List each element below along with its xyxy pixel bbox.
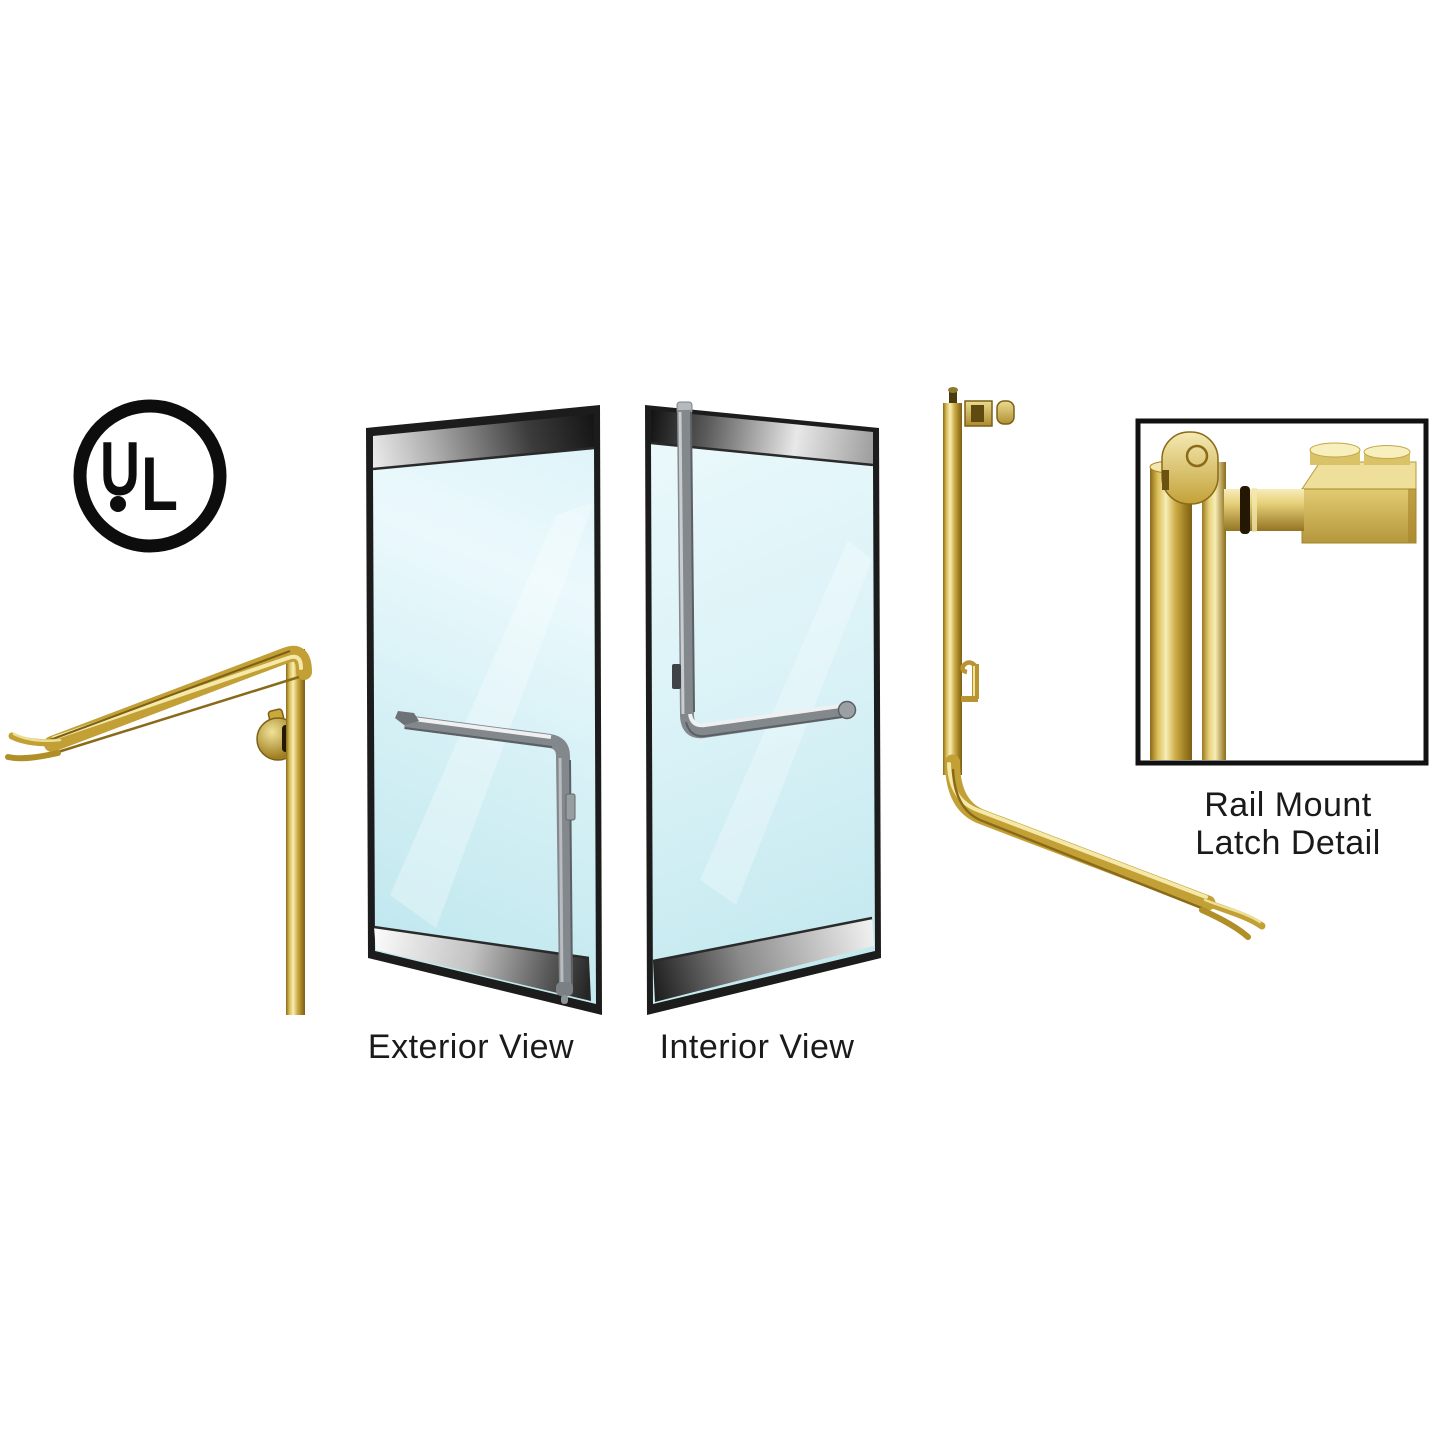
handle-end-cap (837, 700, 857, 720)
ul-letter-l: L (141, 442, 178, 527)
latch-tab (565, 793, 576, 821)
door-top-rail (651, 410, 873, 465)
latch-tab (672, 664, 681, 689)
rail-tube-front (1150, 466, 1192, 760)
handle-rail (286, 649, 305, 1015)
push-arm (5, 645, 312, 762)
brass-handle-exterior-side (5, 645, 312, 1015)
push-arm (945, 754, 1266, 940)
latch-block-top (1301, 461, 1417, 490)
glass-sheen (390, 502, 594, 928)
pivot-clevis (1161, 431, 1219, 505)
detail-caption-line1: Rail Mount (1204, 786, 1372, 824)
handle-rail (943, 403, 962, 775)
latch-block-front (1301, 488, 1417, 544)
hook-bracket (960, 660, 979, 702)
exterior-door (366, 405, 602, 1015)
latch-detail-inset (1135, 418, 1429, 766)
door-bottom-rail (374, 927, 591, 1001)
latch-cylinder (1224, 486, 1304, 534)
latch-keeper (964, 400, 1015, 427)
detail-caption: Rail Mount Latch Detail (1195, 786, 1381, 862)
latch-block-boss-left (1309, 442, 1361, 465)
interior-view-label: Interior View (659, 1028, 855, 1066)
rail-tube-back (1202, 462, 1226, 760)
exterior-handle-gray (395, 711, 576, 1004)
ul-listed-mark-icon: U L (73, 399, 227, 553)
detail-caption-line2: Latch Detail (1195, 824, 1381, 862)
exterior-view-label: Exterior View (367, 1028, 575, 1066)
latch-block-boss-right (1363, 445, 1411, 465)
latch-pin (949, 389, 957, 406)
ul-dot (110, 496, 126, 512)
handle-tip (395, 711, 419, 725)
handle-bottom-cap (556, 982, 573, 996)
interior-handle-gray (672, 401, 857, 739)
door-top-rail (373, 414, 594, 469)
interior-door (645, 401, 881, 1015)
brass-handle-interior-side (943, 387, 1266, 940)
door-bottom-rail (653, 918, 874, 1002)
